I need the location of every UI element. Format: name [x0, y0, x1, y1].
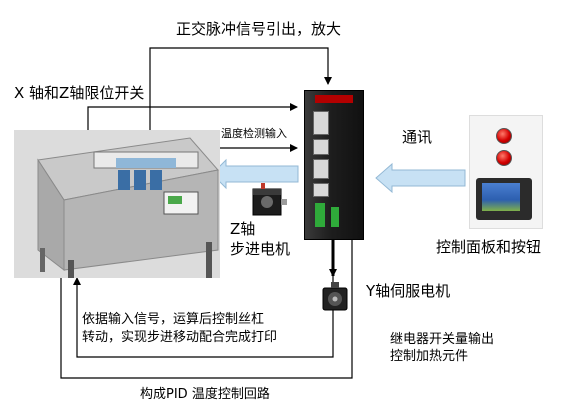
- label-pid-loop: 构成PID 温度控制回路: [140, 387, 270, 402]
- label-xz-limit: X 轴和Z轴限位开关: [14, 84, 145, 102]
- label-panel-buttons: 控制面板和按钮: [436, 238, 542, 256]
- label-pulse-out: 正交脉冲信号引出，放大: [176, 20, 342, 38]
- label-process-line2: 转动，实现步进移动配合完成打印: [82, 330, 278, 345]
- printer-machine-image: [14, 130, 220, 278]
- red-button-icon: [496, 128, 512, 144]
- label-process-line1: 依据输入信号，运算后控制丝杠: [82, 312, 265, 327]
- pulse-loop-line: [149, 47, 332, 130]
- control-panel-image: [469, 115, 543, 229]
- z-stepper-motor-image: [252, 183, 287, 216]
- label-z-motor-line2: 步进电机: [230, 240, 291, 258]
- y-servo-motor-image: [322, 282, 348, 311]
- label-relay-line2: 控制加热元件: [390, 349, 469, 364]
- touch-screen-icon: [476, 178, 532, 220]
- servo-driver-unit: [304, 90, 364, 240]
- label-temp-input: 温度检测输入: [221, 127, 287, 140]
- label-z-motor-line1: Z轴: [230, 220, 256, 238]
- label-relay-line1: 继电器开关量输出: [390, 332, 495, 347]
- red-button-icon: [496, 150, 512, 166]
- block-arrow-panel-to-driver: [375, 162, 466, 194]
- label-comm: 通讯: [402, 128, 433, 146]
- label-y-servo: Y轴伺服电机: [366, 282, 451, 300]
- pid-loop-line: [57, 199, 353, 379]
